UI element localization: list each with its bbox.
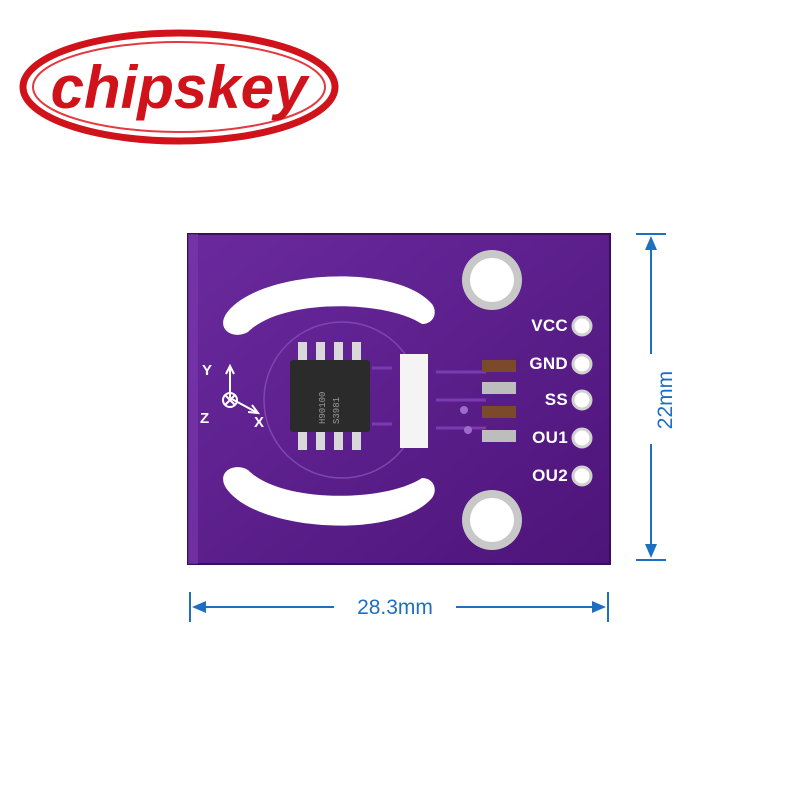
mounting-hole-bottom [462,490,522,550]
chip-pins [298,342,361,450]
width-dimension-label: 28.3mm [357,596,433,619]
pin-label-ss: SS [544,390,568,409]
logo-text: chipskey [51,54,310,121]
pin-pads [571,315,593,487]
height-dimension-label: 22mm [654,370,677,430]
mounting-hole-top [462,250,522,310]
smd-components [460,360,516,442]
axis-symbol [222,363,261,415]
axis-label-y: Y [202,362,213,379]
pin-label-ou2: OU2 [532,466,568,485]
pin-label-ou1: OU1 [532,428,568,447]
pin-label-gnd: GND [529,354,568,373]
white-component [400,354,428,448]
sensor-board [187,233,611,565]
chipskey-logo: chipskey [19,29,339,145]
pin-label-vcc: VCC [531,316,568,335]
axis-label-z: Z [200,410,210,427]
lower-slot [223,467,435,526]
upper-slot [223,276,435,335]
axis-label-x: X [254,414,265,431]
sensor-chip [290,360,370,432]
